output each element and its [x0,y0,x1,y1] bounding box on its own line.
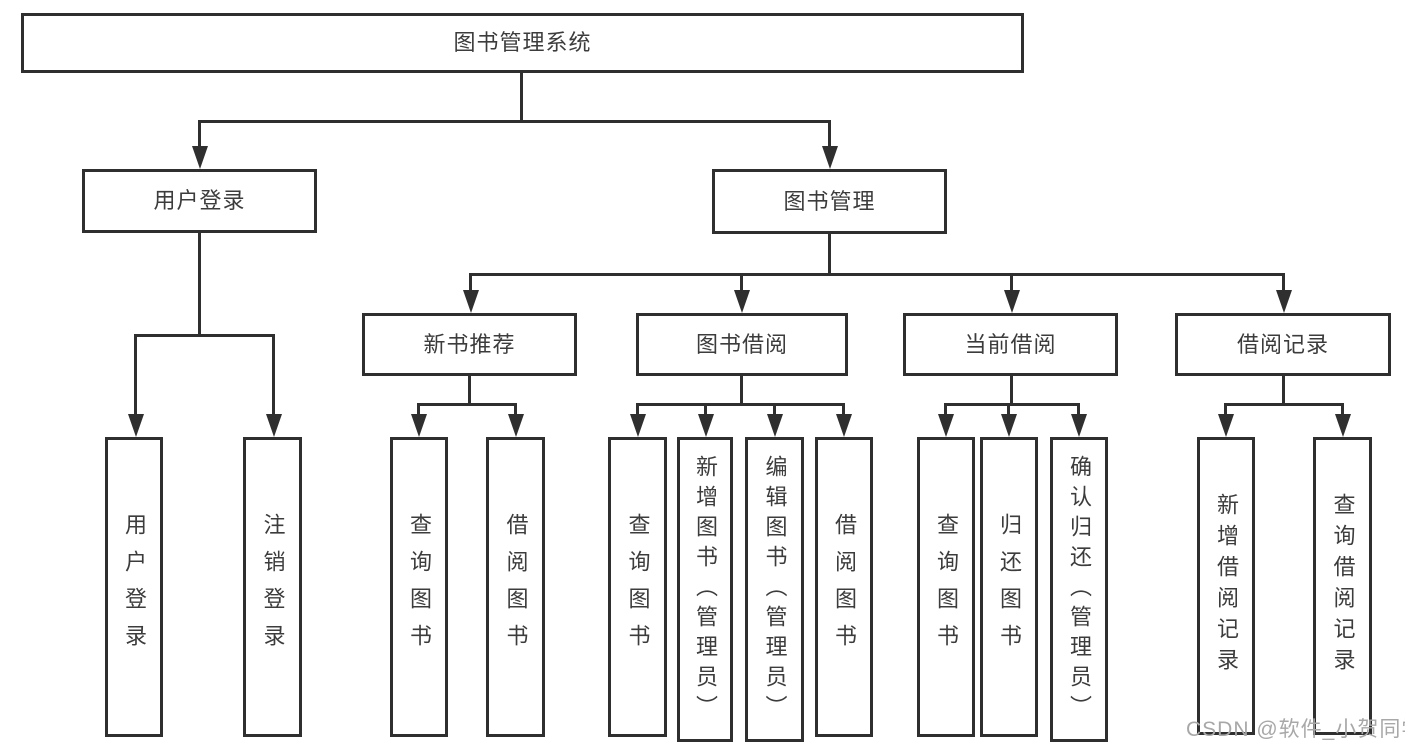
node-leaf-add-books-admin: 新增图书（管理员） [677,437,733,742]
arrowhead-down-icon [411,414,427,437]
node-new-book-recommend-label: 新书推荐 [423,331,516,357]
node-new-book-recommend: 新书推荐 [362,313,577,376]
node-leaf-add-borrow-record: 新增借阅记录 [1197,437,1255,735]
arrowhead-down-icon [192,146,208,169]
node-leaf-query-books-3: 查询图书 [917,437,975,737]
connector-line [773,403,776,419]
connector-line [1224,403,1227,419]
connector-line [704,403,707,419]
connector-line [1282,376,1285,405]
connector-line [1010,376,1013,405]
arrowhead-down-icon [1001,414,1017,437]
leaf-label: 确认归还（管理员） [1067,454,1092,725]
arrowhead-down-icon [128,414,144,437]
arrowhead-down-icon [1276,290,1292,313]
node-book-management: 图书管理 [712,169,947,234]
connector-line [1341,403,1344,419]
node-leaf-edit-books-admin: 编辑图书（管理员） [745,437,804,742]
connector-line [417,403,420,419]
node-current-borrowing-label: 当前借阅 [964,331,1057,357]
node-leaf-borrow-books-1: 借阅图书 [486,437,545,737]
leaf-label: 查询图书 [934,513,959,661]
arrowhead-down-icon [938,414,954,437]
node-root: 图书管理系统 [21,13,1024,73]
connector-line [740,273,743,295]
leaf-label: 查询图书 [407,513,432,661]
arrowhead-down-icon [1004,290,1020,313]
node-leaf-query-books-1: 查询图书 [390,437,448,737]
node-leaf-query-borrow-record: 查询借阅记录 [1313,437,1372,735]
connector-line [469,273,1285,276]
node-user-login: 用户登录 [82,169,317,233]
node-book-borrowing: 图书借阅 [636,313,848,376]
arrowhead-down-icon [1335,414,1351,437]
leaf-label: 归还图书 [997,513,1022,661]
arrowhead-down-icon [1218,414,1234,437]
arrowhead-down-icon [266,414,282,437]
arrowhead-down-icon [822,146,838,169]
node-leaf-query-books-2: 查询图书 [608,437,667,737]
connector-line [944,403,1080,406]
connector-line [134,334,275,337]
connector-line [520,73,523,122]
node-borrowing-records-label: 借阅记录 [1236,331,1329,357]
connector-line [636,403,845,406]
arrowhead-down-icon [1071,414,1087,437]
node-leaf-user-login: 用户登录 [105,437,163,737]
connector-line [944,403,947,419]
connector-line [198,120,831,123]
leaf-label: 借阅图书 [832,513,857,661]
connector-line [134,334,137,418]
node-current-borrowing: 当前借阅 [903,313,1118,376]
connector-line [842,403,845,419]
connector-line [417,403,517,406]
connector-line [740,376,743,405]
arrowhead-down-icon [767,414,783,437]
connector-line [1224,403,1344,406]
leaf-label: 编辑图书（管理员） [762,454,788,725]
connector-line [198,120,201,150]
connector-line [469,273,472,295]
connector-line [828,234,831,275]
arrowhead-down-icon [463,290,479,313]
connector-line [198,233,201,336]
node-user-login-label: 用户登录 [153,188,246,213]
connector-line [1010,273,1013,295]
leaf-label: 注销登录 [260,513,286,661]
node-book-borrowing-label: 图书借阅 [695,331,788,357]
node-leaf-return-books: 归还图书 [980,437,1038,737]
node-root-label: 图书管理系统 [453,30,592,55]
connector-line [1077,403,1080,419]
connector-line [1282,273,1285,295]
arrowhead-down-icon [836,414,852,437]
csdn-watermark: CSDN @软件_小贺同学 [1186,718,1405,741]
leaf-label: 查询图书 [625,513,651,661]
connector-line [468,376,471,405]
node-leaf-borrow-books-2: 借阅图书 [815,437,873,737]
connector-line [272,334,275,418]
connector-line [514,403,517,419]
node-leaf-confirm-return-admin: 确认归还（管理员） [1050,437,1108,742]
leaf-label: 查询借阅记录 [1330,493,1356,679]
connector-line [1007,403,1010,419]
arrowhead-down-icon [508,414,524,437]
node-leaf-logout: 注销登录 [243,437,302,737]
arrowhead-down-icon [630,414,646,437]
leaf-label: 借阅图书 [503,513,529,661]
connector-line [828,120,831,150]
node-book-management-label: 图书管理 [783,188,876,214]
node-borrowing-records: 借阅记录 [1175,313,1391,376]
leaf-label: 新增图书（管理员） [693,454,718,725]
connector-line [636,403,639,419]
leaf-label: 新增借阅记录 [1214,493,1239,679]
leaf-label: 用户登录 [122,513,147,661]
arrowhead-down-icon [734,290,750,313]
arrowhead-down-icon [698,414,714,437]
